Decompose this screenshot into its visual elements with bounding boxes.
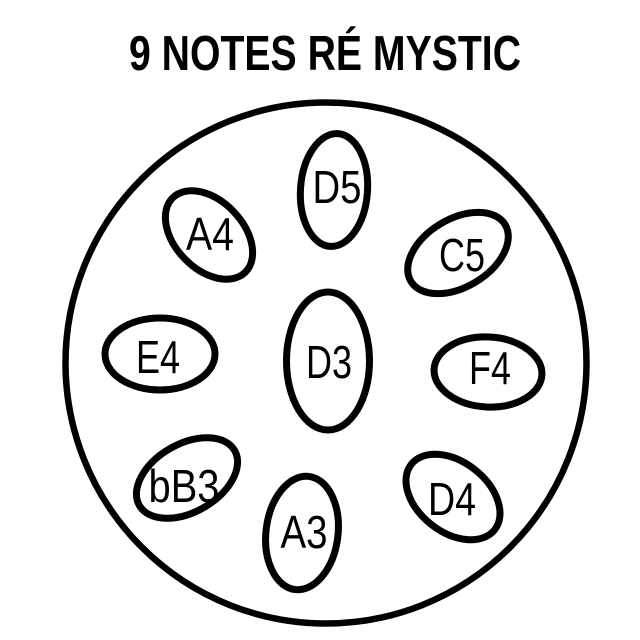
- note-label-d4: D4: [428, 473, 476, 525]
- note-pad-d5: [296, 130, 372, 250]
- note-label-e4: E4: [136, 331, 180, 383]
- note-label-a3: A3: [281, 506, 328, 558]
- note-pad-bb3: [132, 434, 242, 522]
- drum-body-circle: [62, 99, 590, 627]
- note-label-d5: D5: [313, 161, 362, 213]
- note-label-bb3: bB3: [149, 460, 220, 512]
- note-pad-c5: [404, 208, 512, 298]
- note-pad-d3: [283, 288, 373, 434]
- note-pad-f4: [430, 333, 546, 411]
- note-pad-a3: [262, 472, 342, 594]
- note-label-d3: D3: [306, 336, 352, 388]
- note-pad-e4: [101, 314, 219, 394]
- note-label-f4: F4: [469, 342, 511, 394]
- note-label-c5: C5: [439, 229, 485, 281]
- page-title: 9 NOTES RÉ MYSTIC: [129, 27, 521, 81]
- note-pad-a4: [161, 187, 257, 283]
- note-pad-d4: [402, 450, 504, 544]
- note-label-a4: A4: [186, 208, 234, 260]
